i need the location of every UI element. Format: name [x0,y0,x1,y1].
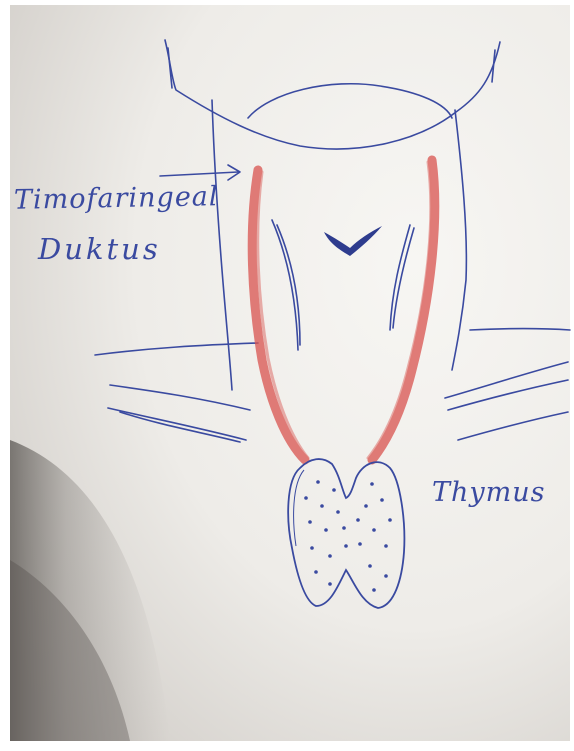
thymus-label: Thymus [432,477,546,508]
duct-label-line1: Timofaringeal [14,181,219,216]
duct-label-line2: Duktus [38,232,161,266]
